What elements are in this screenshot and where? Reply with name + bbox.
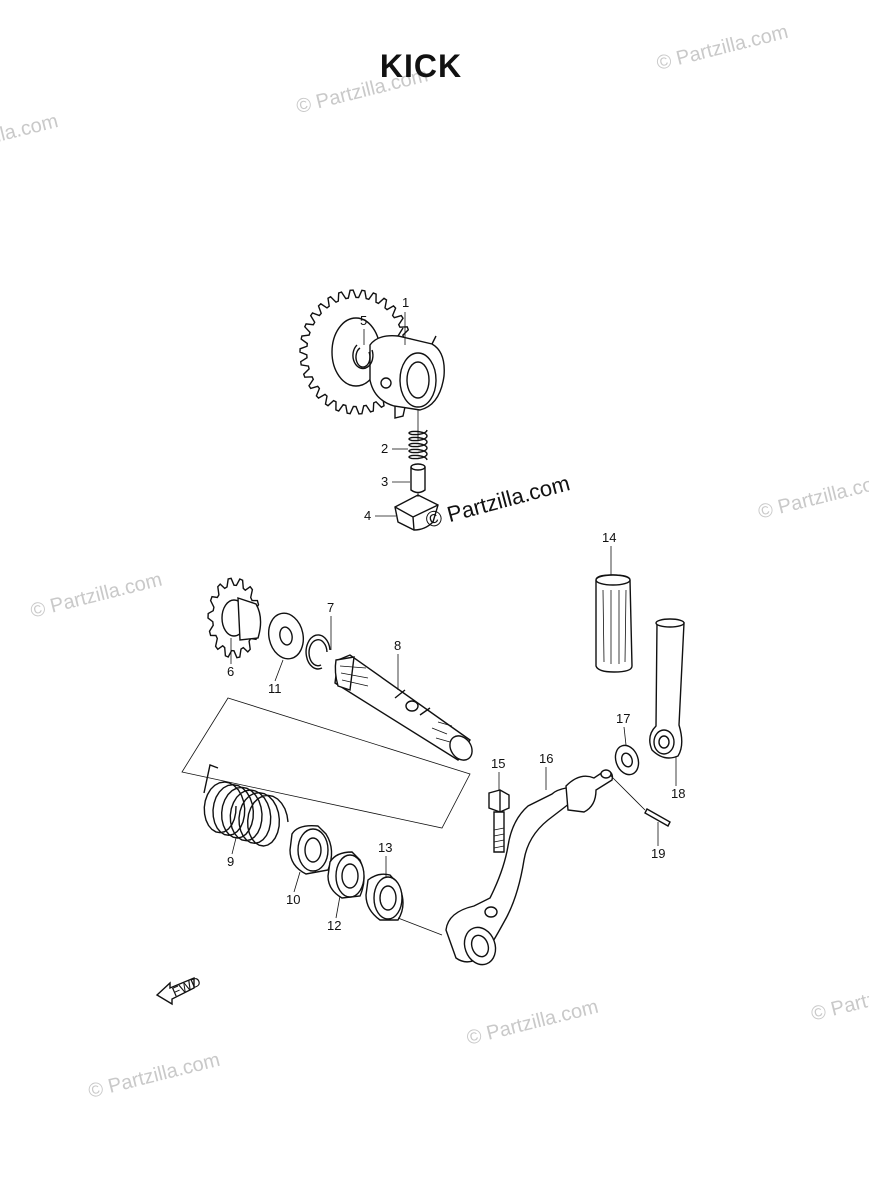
watermark: © Partzilla.com — [28, 569, 164, 623]
part-11-washer[interactable] — [265, 610, 308, 662]
part-6-kick-drive-gear[interactable] — [207, 577, 262, 659]
watermark: © Partzilla.com — [86, 1049, 222, 1103]
part-19-pin[interactable] — [644, 808, 671, 827]
callout-4: 4 — [364, 508, 371, 523]
callout-15: 15 — [491, 756, 505, 771]
callout-5: 5 — [360, 313, 367, 328]
part-18-kick-lever[interactable] — [649, 618, 685, 759]
part-9-torsion-spring[interactable] — [203, 764, 289, 847]
part-13-bushing[interactable] — [365, 873, 404, 921]
callout-6: 6 — [227, 664, 234, 679]
part-3-pin[interactable] — [410, 463, 426, 494]
callout-17: 17 — [616, 711, 630, 726]
callouts: 1 5 2 3 4 14 7 8 6 11 17 15 16 18 19 13 — [227, 295, 685, 933]
part-5-circlip[interactable] — [352, 344, 374, 370]
assembly-lines — [397, 410, 646, 936]
callout-13: 13 — [378, 840, 392, 855]
page-title: KICK — [380, 48, 462, 84]
callout-10: 10 — [286, 892, 300, 907]
callout-14: 14 — [602, 530, 616, 545]
assembly-outline — [181, 697, 471, 829]
callout-18: 18 — [671, 786, 685, 801]
watermark: © Partzilla.com — [465, 996, 601, 1050]
part-14-rubber-grip[interactable] — [595, 574, 633, 673]
part-15-bolt[interactable] — [488, 789, 510, 853]
callout-2: 2 — [381, 441, 388, 456]
fwd-label: FWD — [170, 974, 203, 1000]
watermark: © Partzilla.com — [654, 21, 790, 75]
callout-7: 7 — [327, 600, 334, 615]
part-17-washer[interactable] — [612, 742, 643, 778]
watermark: © Partzilla.com — [756, 470, 869, 524]
part-12-spacer[interactable] — [327, 851, 365, 899]
part-8-kick-shaft[interactable] — [334, 654, 477, 764]
part-7-circlip[interactable] — [305, 634, 331, 670]
fwd-arrow-icon: FWD — [155, 974, 203, 1006]
watermark: © Partzilla.com — [809, 972, 869, 1026]
callout-8: 8 — [394, 638, 401, 653]
callout-9: 9 — [227, 854, 234, 869]
watermark: © Partzilla.com — [0, 110, 60, 164]
part-1-kick-gear[interactable] — [299, 289, 445, 419]
part-4-guide[interactable] — [394, 494, 439, 531]
watermark-main: © Partzilla.com — [423, 470, 573, 533]
callout-11: 11 — [268, 681, 282, 696]
part-16-kick-arm[interactable] — [445, 769, 614, 969]
part-10-spacer[interactable] — [289, 824, 333, 875]
callout-19: 19 — [651, 846, 665, 861]
callout-16: 16 — [539, 751, 553, 766]
callout-3: 3 — [381, 474, 388, 489]
callout-12: 12 — [327, 918, 341, 933]
callout-1: 1 — [402, 295, 409, 310]
part-2-spring[interactable] — [408, 429, 428, 461]
